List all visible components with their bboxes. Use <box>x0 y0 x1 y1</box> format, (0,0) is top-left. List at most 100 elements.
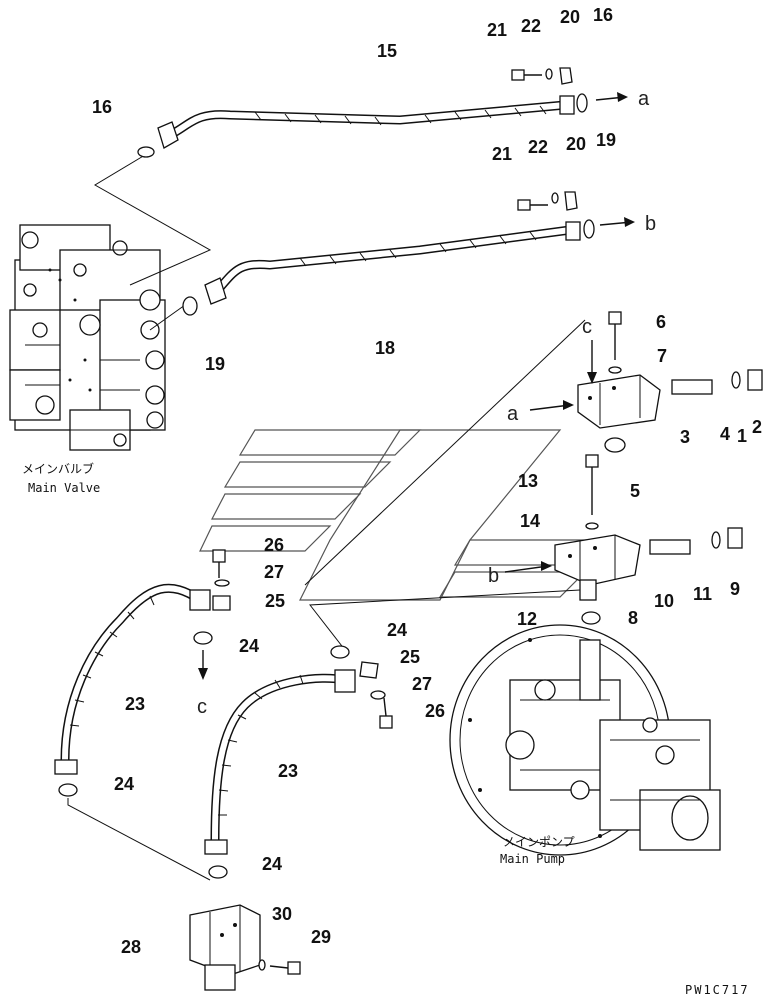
callout-7: 7 <box>657 346 667 366</box>
callout-3: 3 <box>680 427 690 447</box>
block-1 <box>577 374 661 429</box>
callout-11: 11 <box>693 584 712 604</box>
letter-c-top: c <box>582 316 592 338</box>
callout-12: 12 <box>517 609 537 629</box>
clamp-25-right <box>359 661 379 679</box>
bolt-13 <box>585 454 599 515</box>
bolt-6 <box>608 311 622 360</box>
callout-9: 9 <box>730 579 740 599</box>
callout-20-mid: 20 <box>566 134 586 154</box>
callout-8: 8 <box>628 608 638 628</box>
clamp-25-left <box>212 595 231 611</box>
letter-a-block1: a <box>507 403 519 425</box>
pipe-3 <box>671 379 713 395</box>
seal-19-left <box>182 296 198 316</box>
plug-2 <box>747 369 763 391</box>
main-valve-caption-jp: メインバルブ <box>22 461 94 476</box>
callout-24-b: 24 <box>387 620 407 640</box>
callout-21-mid: 21 <box>492 144 512 164</box>
callout-20-top: 20 <box>560 7 580 27</box>
hose-15 <box>157 95 575 149</box>
callout-23-left: 23 <box>125 694 145 714</box>
callout-29: 29 <box>311 927 331 947</box>
block-8 <box>554 534 641 601</box>
callout-24-d: 24 <box>262 854 282 874</box>
callout-19-left: 19 <box>205 354 225 374</box>
callout-15: 15 <box>377 41 397 61</box>
seal-19-right <box>583 219 595 239</box>
seal-24-left-top <box>193 631 213 645</box>
callout-27-right: 27 <box>412 674 432 694</box>
drawing-code: PW1C717 <box>685 983 750 997</box>
pipe-10 <box>649 539 691 555</box>
bolt-21-mid <box>517 199 548 211</box>
callout-25-right: 25 <box>400 647 420 667</box>
main-pump-caption-jp: メインポンプ <box>503 835 575 849</box>
seal-16-left <box>137 146 155 158</box>
seal-16-right <box>576 93 588 113</box>
arrow-b-to-block8 <box>504 565 549 573</box>
seal-4 <box>731 371 741 389</box>
callout-24-c: 24 <box>114 774 134 794</box>
letter-a-top: a <box>638 88 650 110</box>
washer-30 <box>258 959 266 971</box>
callout-5: 5 <box>630 481 640 501</box>
callout-14: 14 <box>520 511 540 531</box>
callout-16-right: 16 <box>593 5 613 25</box>
washer-22-top <box>545 68 553 80</box>
seal-11 <box>711 531 721 549</box>
callout-22-top: 22 <box>521 16 541 36</box>
callout-21-top: 21 <box>487 20 507 40</box>
callout-25-left: 25 <box>265 591 285 611</box>
main-pump-illustration <box>449 624 721 856</box>
seal-5 <box>604 437 626 453</box>
callout-26-right: 26 <box>425 701 445 721</box>
bolt-21-top <box>511 69 542 81</box>
callout-26-left: 26 <box>264 535 284 555</box>
washer-7 <box>608 366 622 374</box>
leader-24-block8 <box>309 589 581 651</box>
leader-16-valve <box>94 154 212 286</box>
clamp-20-mid <box>564 191 578 211</box>
seal-24-left-bottom <box>58 783 78 797</box>
hose-23-left <box>54 583 211 775</box>
callout-24-a: 24 <box>239 636 259 656</box>
bolt-26-right <box>379 697 393 729</box>
seal-24-bottom <box>208 865 228 879</box>
main-pump-caption-en: Main Pump <box>500 852 565 866</box>
hose-18 <box>204 221 581 305</box>
callout-28: 28 <box>121 937 141 957</box>
plug-9 <box>727 527 743 549</box>
callout-30: 30 <box>272 904 292 924</box>
main-valve-illustration <box>9 224 166 451</box>
bolt-26-left <box>212 549 226 578</box>
callout-27-left: 27 <box>264 562 284 582</box>
callout-22-mid: 22 <box>528 137 548 157</box>
washer-27-right <box>370 690 386 700</box>
seal-12 <box>581 611 601 625</box>
leader-19-valve <box>149 304 186 331</box>
washer-22-mid <box>551 192 559 204</box>
callout-1: 1 <box>737 426 747 446</box>
callout-18: 18 <box>375 338 395 358</box>
washer-27-left <box>214 579 230 587</box>
clamp-20-top <box>559 67 573 85</box>
callout-13: 13 <box>518 471 538 491</box>
callout-23-right: 23 <box>278 761 298 781</box>
bolt-29 <box>269 961 301 975</box>
leader-24-bracket <box>67 798 211 881</box>
seal-24-right-top <box>330 645 350 659</box>
callout-6: 6 <box>656 312 666 332</box>
letter-c-left: c <box>197 696 207 718</box>
leader-c-crosses <box>304 319 586 586</box>
callout-19-right: 19 <box>596 130 616 150</box>
hose-23-right <box>204 669 356 855</box>
washer-14 <box>585 522 599 530</box>
callout-10: 10 <box>654 591 674 611</box>
callout-16-left: 16 <box>92 97 112 117</box>
bracket-28 <box>189 904 261 991</box>
callout-4: 4 <box>720 424 730 444</box>
letter-b-block8: b <box>488 565 499 587</box>
